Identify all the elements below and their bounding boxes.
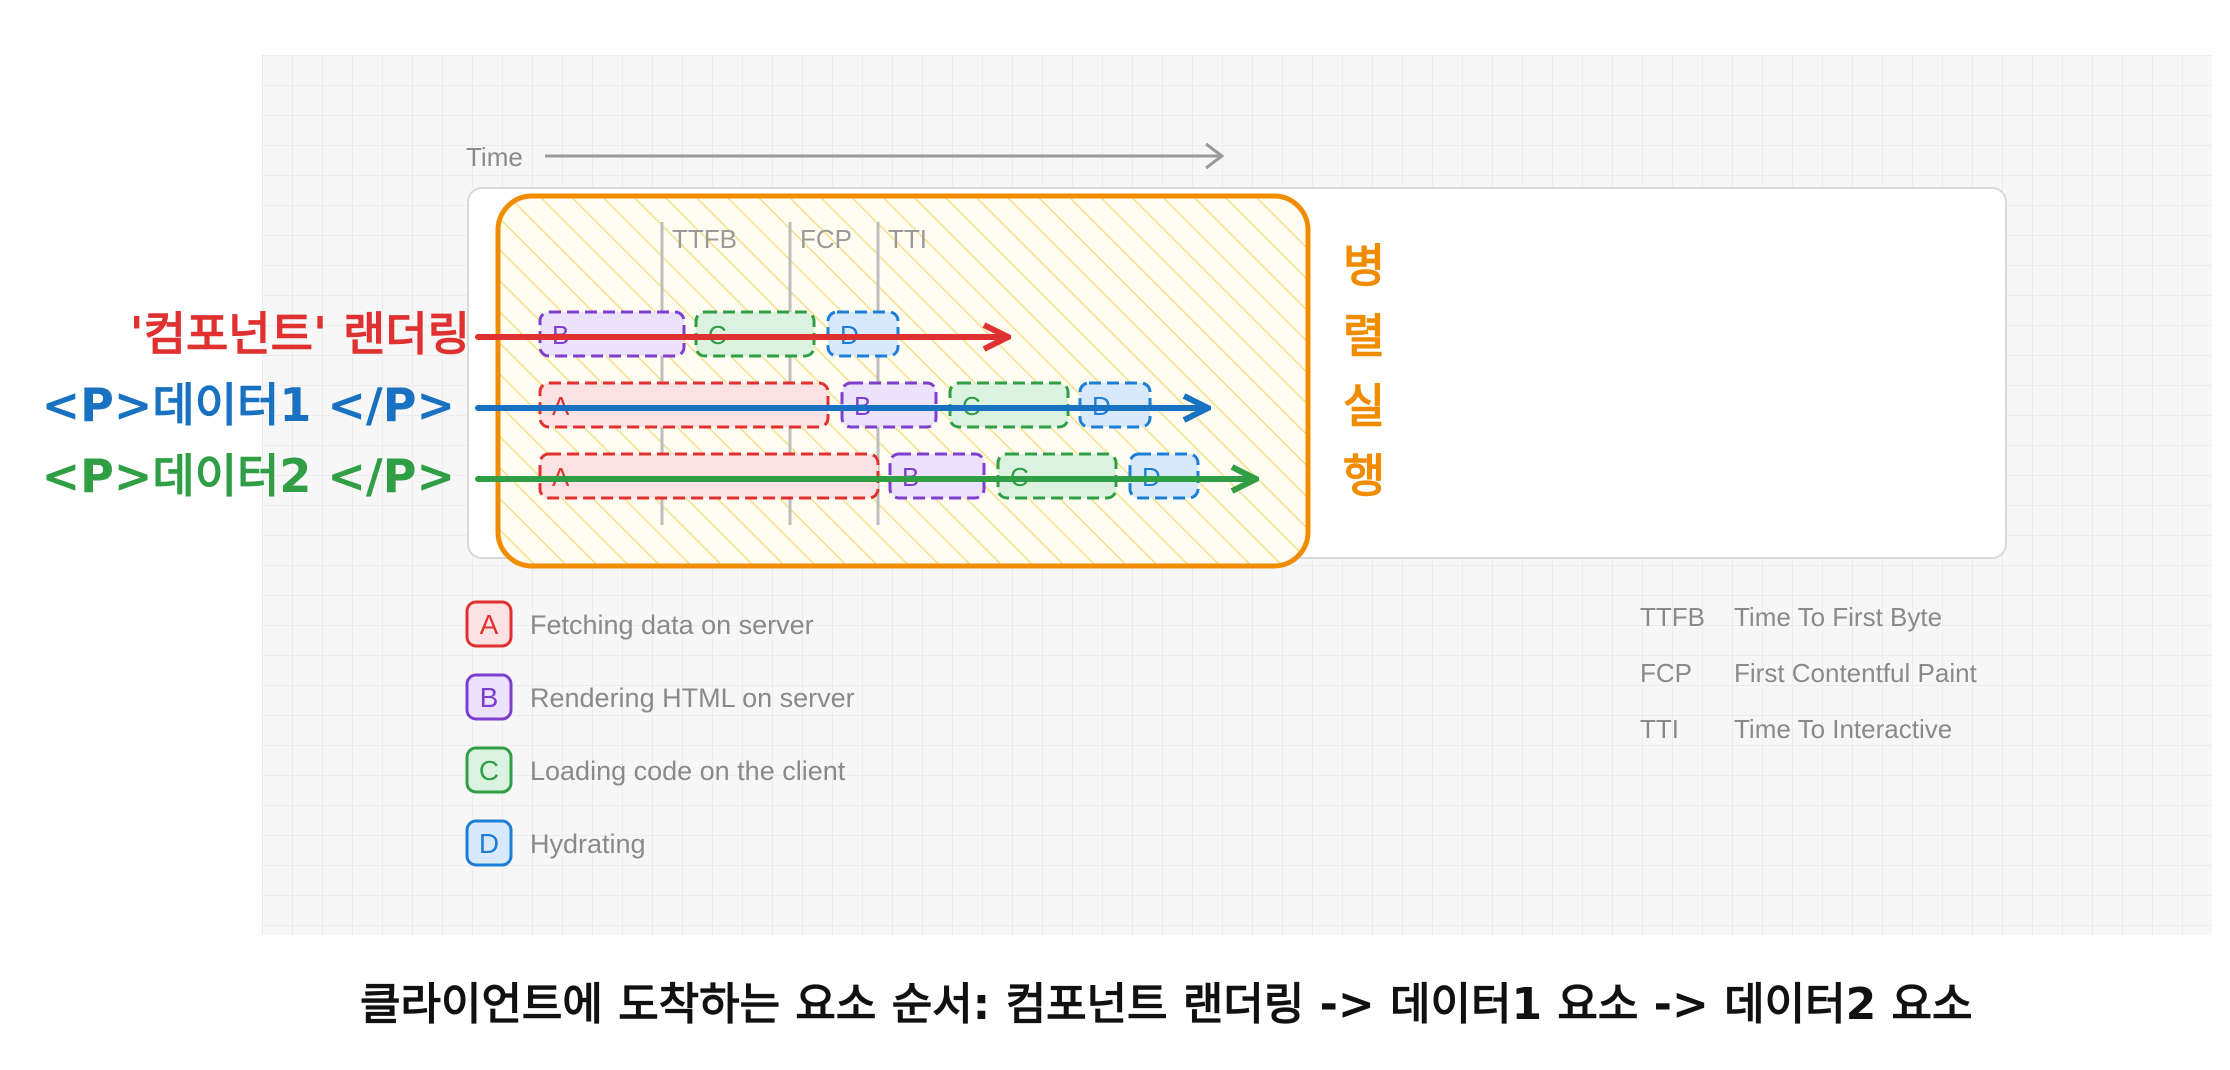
milestone-label-ttfb: TTFB xyxy=(672,224,737,254)
parallel-label-char: 실 xyxy=(1343,379,1385,433)
parallel-label-char: 렬 xyxy=(1343,309,1385,363)
bottom-caption: 클라이언트에 도착하는 요소 순서: 컴포넌트 랜더링 -> 데이터1 요소 -… xyxy=(360,979,1973,1030)
legend-swatch-a xyxy=(465,600,513,648)
legend-text-a: Fetching data on server xyxy=(530,610,814,640)
component-row-label: '컴포넌트' 랜더링 xyxy=(130,307,470,361)
legend-text-d: Hydrating xyxy=(530,829,646,859)
legend-text-b: Rendering HTML on server xyxy=(530,683,855,713)
parallel-label-char: 병 xyxy=(1343,239,1385,293)
parallel-label-char: 행 xyxy=(1343,449,1385,503)
milestone-label-fcp: FCP xyxy=(800,224,852,254)
data2-row-label: <P>데이터2 </P> xyxy=(42,449,455,503)
legend-swatch-c xyxy=(465,746,513,794)
time-label: Time xyxy=(466,142,523,172)
abbreviation-meaning-fcp: First Contentful Paint xyxy=(1734,658,1978,688)
data1-row-label: <P>데이터1 </P> xyxy=(42,378,455,432)
time-axis-arrowhead xyxy=(1205,142,1225,170)
abbreviation-tti: TTI xyxy=(1640,714,1679,744)
abbreviation-ttfb: TTFB xyxy=(1640,602,1705,632)
legend-swatch-letter-b: B xyxy=(480,682,499,713)
legend-swatch-letter-c: C xyxy=(479,755,499,786)
legend-swatch-b xyxy=(465,673,513,721)
milestone-label-tti: TTI xyxy=(888,224,927,254)
abbreviation-fcp: FCP xyxy=(1640,658,1692,688)
legend-swatch-letter-a: A xyxy=(480,609,499,640)
legend-swatch-letter-d: D xyxy=(479,828,499,859)
abbreviation-meaning-ttfb: Time To First Byte xyxy=(1734,602,1942,632)
legend-text-c: Loading code on the client xyxy=(530,756,846,786)
abbreviation-meaning-tti: Time To Interactive xyxy=(1734,714,1952,744)
legend-swatch-d xyxy=(465,819,513,867)
